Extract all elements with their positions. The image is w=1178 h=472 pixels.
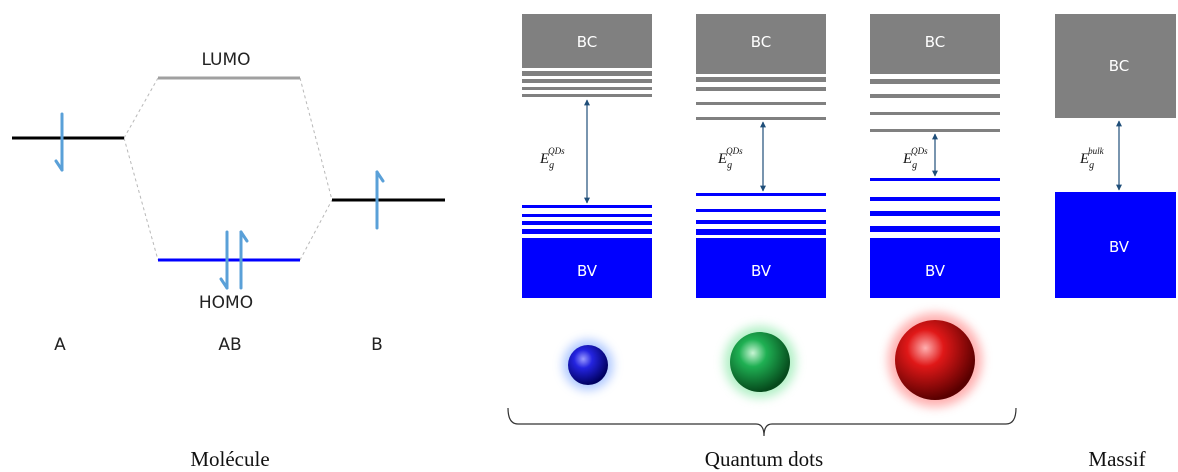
conduction-sublevels — [870, 79, 1000, 132]
gap-energy-label: EgQDs — [717, 146, 743, 171]
conduction-band-block — [696, 14, 826, 74]
atom-a-label: A — [54, 335, 66, 355]
bv-label: BV — [1109, 238, 1130, 256]
qd-panel-large: BC BV EgQDs — [870, 14, 1000, 407]
bulk-diagram: BC BV Egbulk Massif — [1055, 14, 1176, 471]
conduction-band-block — [1055, 14, 1176, 118]
molecule-diagram: LUMO HOMO A AB B Molécule — [12, 50, 445, 471]
conduction-sublevels — [522, 71, 652, 97]
qd-panel-small: BC BV EgQDs — [522, 14, 652, 390]
quantum-dot-blue — [568, 345, 608, 385]
valence-band-block — [522, 238, 652, 298]
electron-up-arrow-homo — [239, 230, 249, 290]
quantum-dots-diagram: BC BV EgQDs BC — [507, 14, 1017, 471]
quantum-dot-green — [730, 332, 790, 392]
conduction-band-block — [870, 14, 1000, 74]
ab-label: AB — [218, 335, 241, 355]
valence-band-block — [1055, 192, 1176, 298]
bc-label: BC — [925, 33, 946, 51]
quantum-dot-red — [895, 320, 975, 400]
molecule-caption: Molécule — [190, 447, 269, 471]
atom-b-label: B — [371, 335, 383, 355]
bc-label: BC — [751, 33, 772, 51]
bulk-caption: Massif — [1088, 447, 1145, 471]
bc-label: BC — [577, 33, 598, 51]
bv-label: BV — [751, 262, 772, 280]
electron-up-arrow-b — [375, 170, 385, 230]
quantum-dots-brace — [507, 407, 1017, 437]
valence-sublevels — [522, 205, 652, 234]
valence-sublevels — [870, 178, 1000, 232]
electron-down-arrow-homo — [219, 230, 229, 290]
valence-sublevels — [696, 193, 826, 235]
bv-label: BV — [925, 262, 946, 280]
valence-band-block — [696, 238, 826, 298]
gap-energy-label: EgQDs — [539, 146, 565, 171]
valence-band-block — [870, 238, 1000, 298]
homo-label: HOMO — [199, 293, 253, 313]
lumo-label: LUMO — [201, 50, 250, 70]
bv-label: BV — [577, 262, 598, 280]
gap-energy-label: EgQDs — [902, 146, 928, 171]
quantum-dots-caption: Quantum dots — [705, 447, 823, 471]
conduction-sublevels — [696, 77, 826, 120]
conduction-band-block — [522, 14, 652, 68]
correlation-lines — [123, 77, 333, 261]
bc-label: BC — [1109, 57, 1130, 75]
qd-panel-medium: BC BV EgQDs — [696, 14, 826, 398]
gap-energy-label: Egbulk — [1079, 146, 1105, 171]
electron-down-arrow-a — [54, 112, 64, 172]
